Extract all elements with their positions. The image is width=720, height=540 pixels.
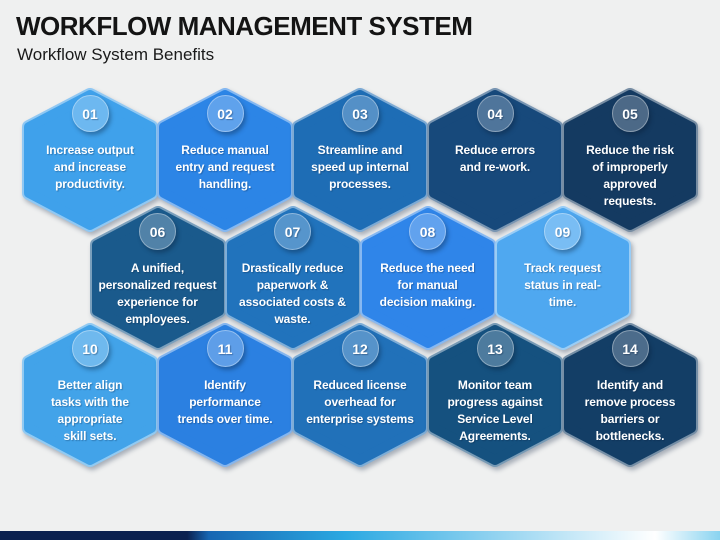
slide-subtitle: Workflow System Benefits: [17, 45, 215, 64]
number-badge: 03: [341, 95, 379, 132]
hexagon-shape-icon: [359, 206, 496, 350]
number-label: 04: [487, 105, 503, 122]
number-label: 08: [419, 223, 436, 240]
number-label: 11: [217, 340, 233, 357]
number-badge: 06: [139, 213, 176, 250]
hexagon-shape-icon: [292, 88, 428, 232]
number-badge: 11: [206, 330, 244, 367]
hexagon-shape-icon: [494, 206, 631, 350]
number-badge: 01: [71, 95, 109, 132]
hexagon-shape-icon: [22, 323, 158, 467]
number-label: 13: [487, 340, 503, 357]
number-badge: 07: [274, 213, 311, 250]
number-label: 07: [284, 223, 301, 240]
footer-accent-bar: [0, 531, 720, 540]
number-label: 14: [622, 340, 638, 357]
number-label: 05: [622, 105, 638, 122]
number-label: 12: [352, 340, 368, 357]
hexagon-shape-icon: [89, 206, 226, 350]
hexagon-shape-icon: [292, 323, 428, 467]
number-label: 01: [82, 105, 98, 122]
hexagon-shape-icon: [562, 88, 698, 232]
slide-title: WORKFLOW MANAGEMENT SYSTEM: [16, 11, 473, 41]
number-label: 03: [352, 105, 368, 122]
number-badge: 08: [409, 213, 446, 250]
hexagon-shape-icon: [157, 323, 293, 467]
number-badge: 04: [476, 95, 514, 132]
number-label: 10: [82, 340, 98, 357]
number-label: 02: [217, 105, 233, 122]
number-badge: 14: [611, 330, 649, 367]
number-label: 06: [149, 223, 166, 240]
hexagon-shape-icon: [427, 88, 563, 232]
hexagon-shape-icon: [562, 323, 698, 467]
number-label: 09: [554, 223, 571, 240]
hexagon-shape-icon: [22, 88, 158, 232]
number-badge: 10: [71, 330, 109, 367]
hexagon-shape-icon: [157, 88, 293, 232]
number-badge: 02: [206, 95, 244, 132]
hexagon-shape-icon: [427, 323, 563, 467]
number-badge: 05: [611, 95, 649, 132]
number-badge: 12: [341, 330, 379, 367]
number-badge: 09: [544, 213, 581, 250]
number-badge: 13: [476, 330, 514, 367]
hexagon-shape-icon: [224, 206, 361, 350]
